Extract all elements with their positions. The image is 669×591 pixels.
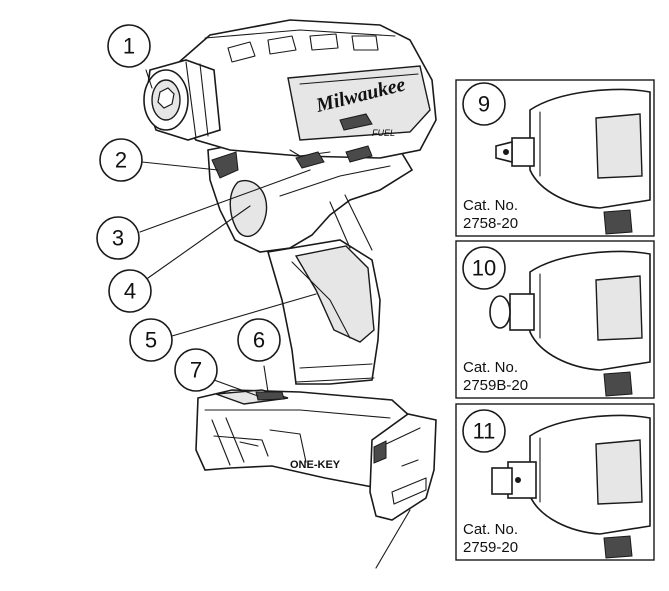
- belt-clip: [369, 413, 437, 521]
- impact-driver-illustration: ONE-KEY: [143, 19, 437, 521]
- inset-11-cat-label: Cat. No.: [463, 521, 518, 538]
- callout-4: 4: [108, 269, 152, 313]
- inset-11-illustration: [491, 414, 651, 559]
- inset-9-illustration: [495, 88, 651, 235]
- svg-text:7: 7: [190, 358, 202, 383]
- one-key-label: ONE-KEY: [290, 459, 341, 471]
- svg-text:3: 3: [112, 226, 124, 251]
- inset-11-cat-number: 2759-20: [463, 539, 518, 556]
- callout-1: 1: [107, 24, 151, 68]
- fuel-badge: FUEL: [372, 128, 395, 138]
- svg-text:6: 6: [253, 328, 265, 353]
- inset-panel-10: 10 Cat. No. 2759B-20: [455, 240, 655, 399]
- callout-7: 7: [174, 348, 218, 392]
- svg-text:11: 11: [473, 419, 496, 444]
- inset-9-cat-number: 2758-20: [463, 215, 518, 232]
- callout-5: 5: [129, 318, 173, 362]
- inset-panel-11: 11 Cat. No. 2759-20: [455, 403, 655, 561]
- inset-10-cat-label: Cat. No.: [463, 359, 518, 376]
- callout-6: 6: [237, 318, 281, 362]
- svg-text:5: 5: [145, 328, 157, 353]
- tool-body: [207, 139, 414, 253]
- callout-3: 3: [96, 216, 140, 260]
- inset-panel-9: 9 Cat. No. 2758-20: [455, 79, 655, 237]
- svg-text:9: 9: [478, 92, 490, 117]
- callout-2: 2: [99, 138, 143, 182]
- svg-text:4: 4: [124, 279, 136, 304]
- inset-10-illustration: [489, 250, 651, 397]
- nose-chuck: [143, 59, 239, 179]
- inset-9-cat-label: Cat. No.: [463, 197, 518, 214]
- handle: [266, 239, 381, 385]
- inset-10-cat-number: 2759B-20: [463, 377, 528, 394]
- svg-text:1: 1: [123, 34, 135, 59]
- svg-text:2: 2: [115, 148, 127, 173]
- motor-housing: Milwaukee FUEL: [169, 19, 437, 169]
- leader-lines: [139, 69, 411, 569]
- svg-text:10: 10: [472, 256, 496, 281]
- battery-base: ONE-KEY: [195, 389, 413, 489]
